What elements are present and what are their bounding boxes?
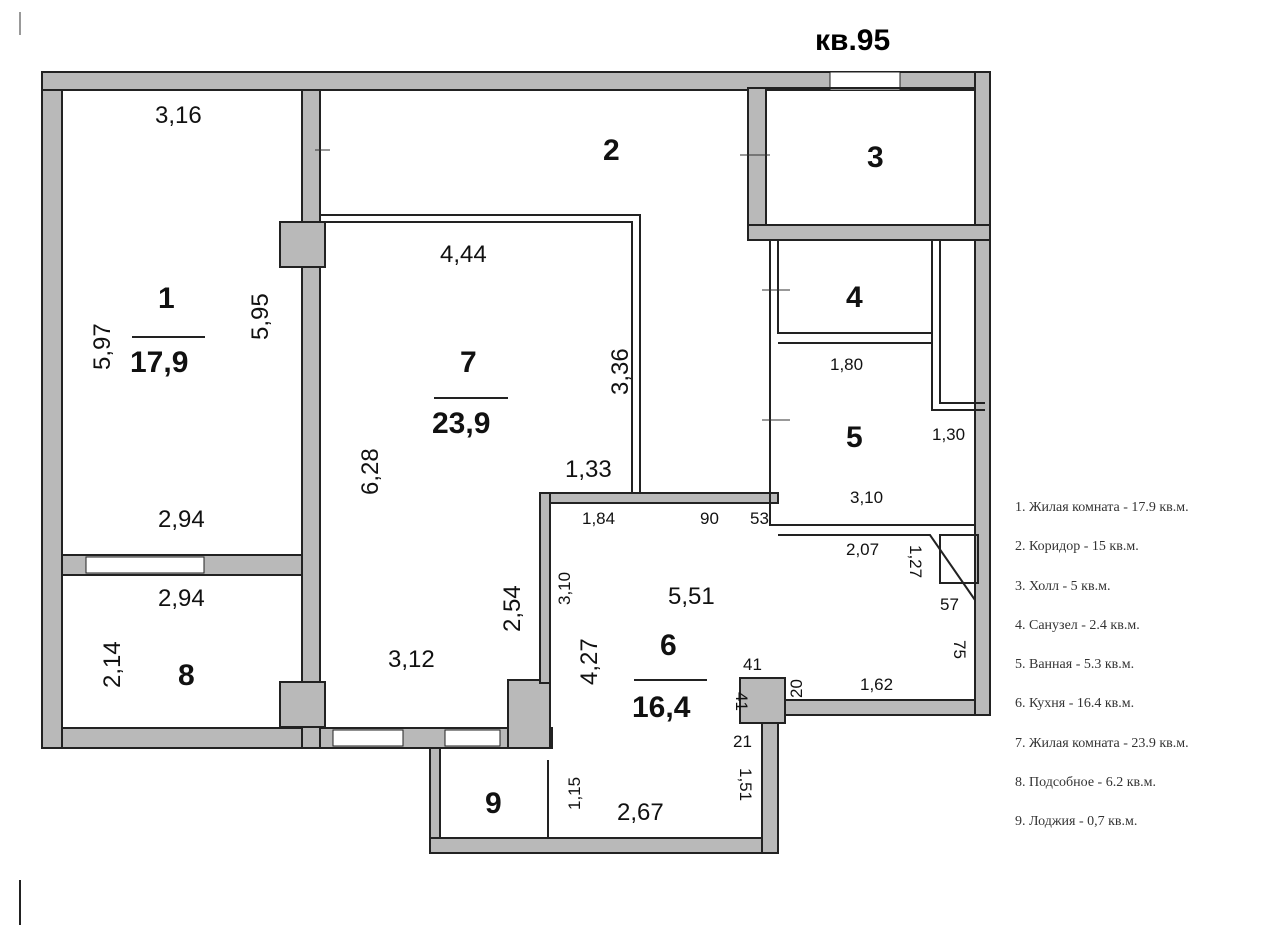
dim-label: 41 <box>743 655 762 674</box>
dim-label: 1,30 <box>932 425 965 444</box>
legend-item: 2. Коридор - 15 кв.м. <box>1015 539 1139 555</box>
legend-item: 8. Подсобное - 6.2 кв.м. <box>1015 775 1156 791</box>
dim-label: 1,51 <box>736 768 755 801</box>
room-8-number: 8 <box>178 659 195 692</box>
room-9-number: 9 <box>485 787 502 820</box>
room-7-number: 7 <box>460 346 477 379</box>
dim-label: 3,12 <box>388 646 435 673</box>
room-legend: 1. Жилая комната - 17.9 кв.м. 2. Коридор… <box>1015 500 1189 854</box>
dim-label: 2,07 <box>846 540 879 559</box>
dim-label: 1,80 <box>830 355 863 374</box>
room-1-area: 17,9 <box>130 346 188 379</box>
dim-label: 2,67 <box>617 799 664 826</box>
room-6-number: 6 <box>660 629 677 662</box>
dim-label: 6,28 <box>357 448 384 495</box>
dim-label: 2,94 <box>158 506 205 533</box>
dim-label: 2,54 <box>499 585 526 632</box>
legend-item: 3. Холл - 5 кв.м. <box>1015 578 1111 594</box>
dim-label: 20 <box>787 679 806 698</box>
partitions <box>315 87 985 838</box>
dim-label: 3,36 <box>607 348 634 395</box>
room-3-number: 3 <box>867 141 884 174</box>
dim-label: 1,62 <box>860 675 893 694</box>
legend-item: 7. Жилая комната - 23.9 кв.м. <box>1015 735 1189 751</box>
dim-label: 3,10 <box>555 572 574 605</box>
room-2-number: 2 <box>603 134 620 167</box>
dim-label: 4,27 <box>576 638 603 685</box>
room-7-area: 23,9 <box>432 407 490 440</box>
legend-item: 6. Кухня - 16.4 кв.м. <box>1015 696 1135 712</box>
apartment-number: кв.95 <box>815 24 891 53</box>
dim-label: 1,33 <box>565 456 612 483</box>
dim-label: 1,27 <box>906 545 925 578</box>
room-4-number: 4 <box>846 281 863 314</box>
dim-label: 4,44 <box>440 241 487 268</box>
dim-label: 75 <box>950 640 969 659</box>
legend-item: 5. Ванная - 5.3 кв.м. <box>1015 657 1135 673</box>
windows <box>85 71 901 747</box>
legend-item: 4. Санузел - 2.4 кв.м. <box>1015 617 1140 633</box>
dim-label: 21 <box>733 732 752 751</box>
dim-label: 5,51 <box>668 583 715 610</box>
dim-label: 5,95 <box>247 293 274 340</box>
dim-label: 3,10 <box>850 488 883 507</box>
dim-label: 3,16 <box>155 102 202 129</box>
dim-label: 2,94 <box>158 585 205 612</box>
outer-walls <box>41 71 991 854</box>
dim-label: 5,97 <box>89 323 116 370</box>
dim-label: 41 <box>732 692 751 711</box>
room-6-area: 16,4 <box>632 691 691 724</box>
dim-label: 90 <box>700 509 719 528</box>
legend-item: 1. Жилая комната - 17.9 кв.м. <box>1015 500 1189 515</box>
dim-label: 1,15 <box>565 777 584 810</box>
room-5-number: 5 <box>846 421 863 454</box>
legend-item: 9. Лоджия - 0,7 кв.м. <box>1015 814 1138 830</box>
dimension-labels: 3,16 5,97 5,95 2,94 2,94 2,14 4,44 3,36 … <box>89 102 969 826</box>
dim-label: 53 <box>750 509 769 528</box>
dim-label: 1,84 <box>582 509 615 528</box>
dim-label: 57 <box>940 595 959 614</box>
dim-label: 2,14 <box>99 641 126 688</box>
room-1-number: 1 <box>158 282 175 315</box>
